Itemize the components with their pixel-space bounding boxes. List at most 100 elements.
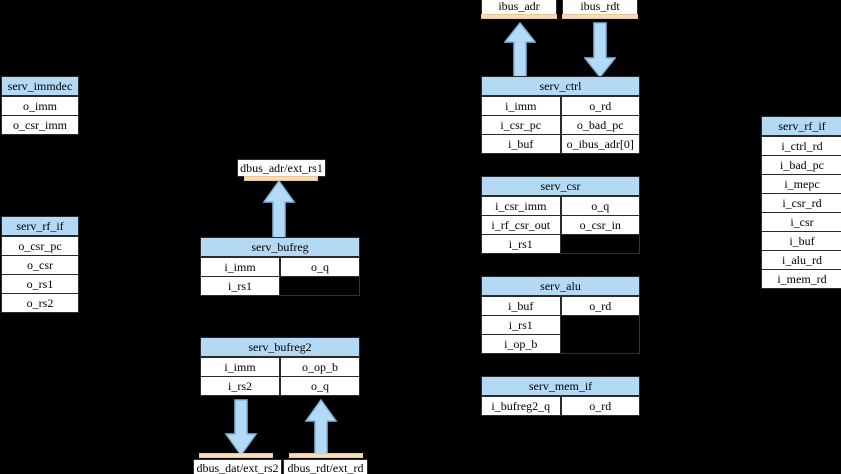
module-serv-mem-if[interactable]: serv_mem_if i_bufreg2_q o_rd	[481, 376, 640, 416]
port-cell[interactable]: i_csr_rd	[761, 193, 841, 213]
port-cell[interactable]: o_rs1	[1, 274, 79, 294]
module-serv-rf-if-right-title: serv_rf_if	[761, 116, 841, 136]
port-cell[interactable]: o_rd	[560, 296, 640, 316]
port-cell[interactable]: o_csr_imm	[1, 115, 79, 135]
port-cell[interactable]: o_q	[280, 376, 360, 396]
port-cell[interactable]: i_mem_rd	[761, 269, 841, 289]
table-row: i_imm o_rd	[481, 96, 640, 116]
table-row: i_csr	[761, 212, 841, 232]
arrow-ctrl-to-ibus-adr	[504, 22, 536, 78]
module-serv-bufreg2-title: serv_bufreg2	[200, 337, 360, 357]
port-cell[interactable]: i_csr_pc	[481, 115, 561, 135]
arrow-dbus-rdt-to-bufreg2	[304, 399, 338, 456]
port-cell-empty	[561, 334, 641, 354]
port-cell[interactable]: i_rs1	[481, 234, 561, 254]
table-row: i_rf_csr_out o_csr_in	[481, 215, 640, 235]
arrow-ibus-rdt-to-ctrl	[584, 22, 616, 78]
port-cell[interactable]: i_rs1	[481, 315, 561, 335]
table-row: i_rs1	[481, 315, 640, 335]
port-cell[interactable]: o_rs2	[1, 293, 79, 313]
table-row: i_csr_pc o_bad_pc	[481, 115, 640, 135]
port-cell[interactable]: i_bufreg2_q	[481, 396, 561, 416]
port-cell[interactable]: o_op_b	[280, 357, 360, 377]
port-cell[interactable]: o_rd	[560, 396, 640, 416]
arrow-bufreg2-to-dbus-dat	[224, 399, 258, 456]
port-dbus-dat-ext-rs2-bar	[199, 453, 273, 458]
module-serv-bufreg2[interactable]: serv_bufreg2 i_imm o_op_b i_rs2 o_q	[200, 337, 360, 396]
port-dbus-rdt-ext-rd-bar	[289, 453, 363, 458]
port-dbus-rdt-ext-rd-label: dbus_rdt/ext_rd	[283, 459, 368, 474]
table-row: o_csr_pc	[1, 236, 79, 256]
table-row: i_bad_pc	[761, 155, 841, 175]
table-row: i_csr_imm o_q	[481, 196, 640, 216]
port-ibus-adr-label: ibus_adr	[481, 0, 557, 15]
port-dbus-adr-ext-rs1-label: dbus_adr/ext_rs1	[237, 159, 326, 177]
port-cell[interactable]: i_csr	[761, 212, 841, 232]
table-row: i_imm o_op_b	[200, 357, 360, 377]
port-cell[interactable]: i_imm	[481, 96, 561, 116]
port-cell[interactable]: i_buf	[481, 296, 561, 316]
table-row: o_imm	[1, 96, 79, 116]
module-serv-rf-if-left[interactable]: serv_rf_if o_csr_pc o_csr o_rs1 o_rs2	[1, 216, 79, 313]
port-cell-empty	[561, 234, 641, 254]
port-cell[interactable]: o_q	[280, 257, 360, 277]
table-row: i_rs1	[481, 234, 640, 254]
port-cell[interactable]: i_buf	[481, 134, 561, 154]
module-serv-alu-title: serv_alu	[481, 276, 640, 296]
table-row: i_mem_rd	[761, 269, 841, 289]
port-cell[interactable]: o_csr	[1, 255, 79, 275]
port-cell[interactable]: i_ctrl_rd	[761, 136, 841, 156]
table-row: i_csr_rd	[761, 193, 841, 213]
port-cell-empty	[561, 315, 641, 335]
port-cell[interactable]: o_rd	[560, 96, 640, 116]
module-serv-alu[interactable]: serv_alu i_buf o_rd i_rs1 i_op_b	[481, 276, 640, 354]
table-row: i_rs1	[200, 276, 360, 296]
port-cell[interactable]: i_imm	[200, 257, 280, 277]
table-row: i_buf o_rd	[481, 296, 640, 316]
port-cell[interactable]: i_rf_csr_out	[481, 215, 561, 235]
table-row: i_imm o_q	[200, 257, 360, 277]
module-serv-ctrl[interactable]: serv_ctrl i_imm o_rd i_csr_pc o_bad_pc i…	[481, 76, 640, 154]
module-serv-csr[interactable]: serv_csr i_csr_imm o_q i_rf_csr_out o_cs…	[481, 176, 640, 254]
module-serv-immdec-title: serv_immdec	[1, 76, 79, 96]
port-cell[interactable]: o_ibus_adr[0]	[560, 134, 640, 154]
table-row: o_rs1	[1, 274, 79, 294]
port-dbus-adr-ext-rs1-bar	[244, 176, 318, 181]
table-row: i_buf o_ibus_adr[0]	[481, 134, 640, 154]
port-ibus-rdt-label: ibus_rdt	[562, 0, 638, 15]
table-row: i_ctrl_rd	[761, 136, 841, 156]
port-ibus-rdt-bar	[562, 14, 638, 19]
port-cell[interactable]: o_csr_pc	[1, 236, 79, 256]
port-cell[interactable]: i_mepc	[761, 174, 841, 194]
table-row: i_alu_rd	[761, 250, 841, 270]
port-ibus-adr-bar	[481, 14, 557, 19]
module-serv-bufreg[interactable]: serv_bufreg i_imm o_q i_rs1	[200, 237, 360, 296]
module-serv-ctrl-title: serv_ctrl	[481, 76, 640, 96]
table-row: i_op_b	[481, 334, 640, 354]
port-cell[interactable]: i_imm	[200, 357, 280, 377]
port-cell[interactable]: i_rs1	[200, 276, 280, 296]
module-serv-rf-if-left-title: serv_rf_if	[1, 216, 79, 236]
port-cell[interactable]: i_buf	[761, 231, 841, 251]
port-dbus-dat-ext-rs2-label: dbus_dat/ext_rs2	[193, 459, 282, 474]
module-serv-rf-if-right[interactable]: serv_rf_if i_ctrl_rd i_bad_pc i_mepc i_c…	[761, 116, 841, 289]
port-cell-empty	[280, 276, 360, 296]
port-cell[interactable]: i_alu_rd	[761, 250, 841, 270]
port-cell[interactable]: o_q	[560, 196, 640, 216]
port-cell[interactable]: i_rs2	[200, 376, 280, 396]
module-serv-mem-if-title: serv_mem_if	[481, 376, 640, 396]
module-serv-immdec[interactable]: serv_immdec o_imm o_csr_imm	[1, 76, 79, 135]
table-row: o_rs2	[1, 293, 79, 313]
table-row: i_bufreg2_q o_rd	[481, 396, 640, 416]
table-row: i_mepc	[761, 174, 841, 194]
port-cell[interactable]: i_csr_imm	[481, 196, 561, 216]
arrow-bufreg-to-dbus-adr	[262, 180, 296, 240]
module-serv-bufreg-title: serv_bufreg	[200, 237, 360, 257]
port-cell[interactable]: i_bad_pc	[761, 155, 841, 175]
table-row: i_rs2 o_q	[200, 376, 360, 396]
port-cell[interactable]: i_op_b	[481, 334, 561, 354]
port-cell[interactable]: o_bad_pc	[560, 115, 640, 135]
port-cell[interactable]: o_csr_in	[560, 215, 640, 235]
port-cell[interactable]: o_imm	[1, 96, 79, 116]
